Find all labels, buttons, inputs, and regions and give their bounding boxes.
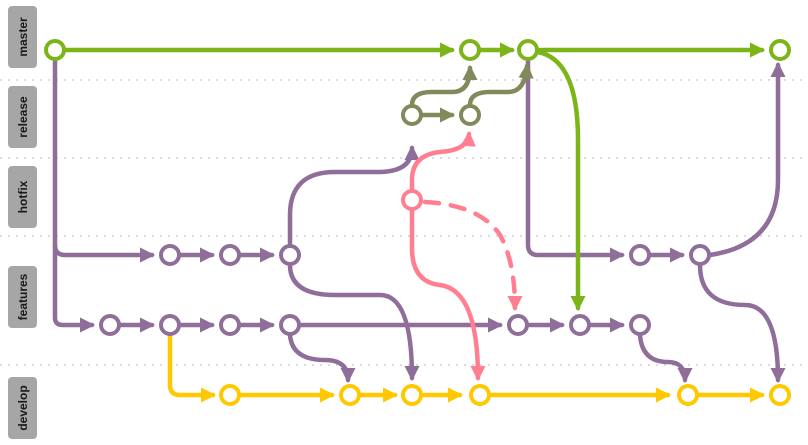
edge-hotfix-to-release — [409, 130, 476, 195]
edge-master-to-features — [52, 57, 96, 333]
edge-feature-to-develop-a — [287, 262, 420, 382]
edge-feature-to-master — [707, 61, 786, 258]
commit-node[interactable] — [689, 244, 711, 266]
commit-node[interactable] — [469, 384, 491, 406]
nodes-hotfix — [401, 189, 423, 211]
commit-node[interactable] — [44, 39, 66, 61]
edge-feature-to-develop-c — [167, 332, 217, 403]
lane-label-box — [8, 266, 37, 328]
edge-master-to-features — [535, 49, 586, 312]
commit-node[interactable] — [339, 384, 361, 406]
edge-hotfix-to-feature — [422, 199, 523, 312]
commit-node[interactable] — [769, 39, 791, 61]
lane-label-features: features — [8, 266, 37, 328]
edge-feature-lower-to-develop — [637, 332, 693, 384]
commit-node[interactable] — [279, 314, 301, 336]
commit-node[interactable] — [507, 314, 529, 336]
edge-hotfix-to-develop — [409, 207, 486, 382]
lane-label-develop: develop — [8, 377, 37, 439]
edge-release-to-master-a — [409, 64, 478, 108]
nodes-features — [99, 244, 711, 336]
commit-node[interactable] — [159, 244, 181, 266]
lane-label-text: develop — [16, 385, 30, 430]
commit-node[interactable] — [629, 244, 651, 266]
edges-features — [52, 57, 786, 384]
lane-label-master: master — [8, 6, 37, 68]
commit-node[interactable] — [219, 244, 241, 266]
lane-label-box — [8, 166, 37, 228]
commit-node[interactable] — [401, 384, 423, 406]
edges-release — [409, 62, 534, 123]
edge-branch-feature-upper — [52, 242, 156, 263]
nodes-develop — [219, 384, 791, 406]
edges-develop — [167, 332, 766, 403]
lane-label-box — [8, 86, 37, 148]
commit-node[interactable] — [159, 314, 181, 336]
nodes-release — [401, 104, 481, 126]
lane-label-box — [8, 377, 37, 439]
edges-master — [62, 42, 766, 312]
lane-label-box — [8, 6, 37, 68]
lane-label-text: hotfix — [16, 180, 30, 213]
commit-node[interactable] — [517, 39, 539, 61]
edge-feature-to-release — [287, 144, 420, 248]
commit-node[interactable] — [219, 384, 241, 406]
commit-node[interactable] — [459, 39, 481, 61]
commit-node[interactable] — [279, 244, 301, 266]
edge-release-to-master-b — [467, 62, 534, 108]
lane-label-text: features — [16, 273, 30, 320]
nodes-master — [44, 39, 791, 61]
lane-label-release: release — [8, 86, 37, 148]
commit-node[interactable] — [99, 314, 121, 336]
edge-master-to-feature-right — [525, 57, 626, 263]
lane-dividers — [0, 79, 808, 366]
commit-node[interactable] — [401, 104, 423, 126]
lane-label-text: master — [16, 17, 30, 57]
edge-feature-right-to-develop — [697, 262, 786, 384]
edges-hotfix — [409, 130, 523, 382]
commit-node[interactable] — [459, 104, 481, 126]
edge-feature-to-develop-b — [287, 332, 356, 384]
commit-node[interactable] — [629, 314, 651, 336]
commit-node[interactable] — [569, 314, 591, 336]
commit-node[interactable] — [401, 189, 423, 211]
commit-node[interactable] — [769, 384, 791, 406]
commit-node[interactable] — [219, 314, 241, 336]
commit-node[interactable] — [677, 384, 699, 406]
lane-label-hotfix: hotfix — [8, 166, 37, 228]
lane-label-text: release — [16, 96, 30, 138]
